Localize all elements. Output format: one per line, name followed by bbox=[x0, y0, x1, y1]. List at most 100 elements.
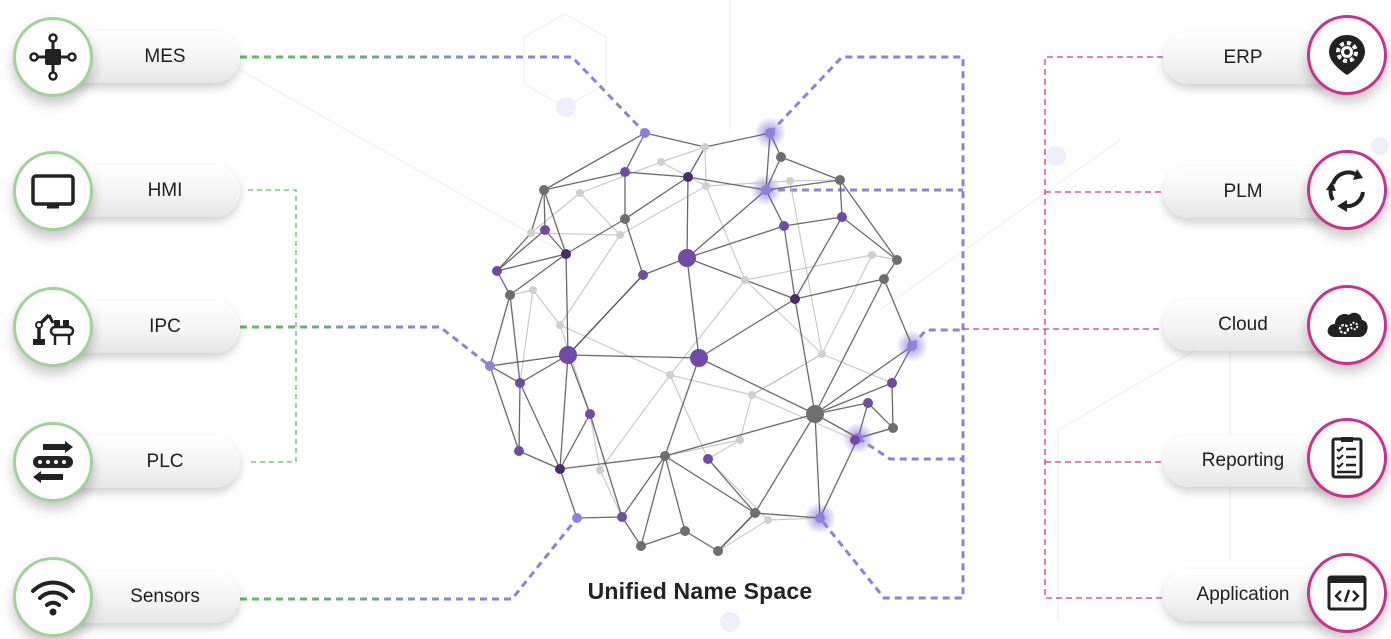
sphere-edge bbox=[821, 254, 873, 355]
sphere-edge bbox=[744, 254, 873, 281]
sphere-edge bbox=[687, 176, 767, 191]
sphere-edge bbox=[543, 132, 646, 191]
sphere-node bbox=[540, 225, 550, 235]
sphere-node bbox=[638, 270, 648, 280]
sphere-edge bbox=[660, 146, 706, 163]
plc-label: PLC bbox=[146, 451, 184, 472]
checklist-icon bbox=[1331, 437, 1363, 479]
sphere-node bbox=[761, 185, 771, 195]
sphere-node bbox=[555, 464, 565, 474]
sphere-edge bbox=[789, 179, 841, 182]
sphere-edges bbox=[489, 132, 913, 552]
sphere-edge bbox=[754, 413, 816, 514]
plm-badge[interactable] bbox=[1307, 150, 1387, 230]
sphere-edge bbox=[739, 394, 753, 441]
sensors-label: Sensors bbox=[130, 586, 200, 607]
sphere-edge bbox=[857, 402, 869, 439]
sphere-edge bbox=[687, 146, 706, 178]
sphere-edge bbox=[660, 161, 707, 187]
sphere-edge bbox=[841, 216, 898, 261]
monitor-icon bbox=[31, 174, 75, 209]
sphere-edge bbox=[509, 294, 521, 384]
sphere-edge bbox=[664, 455, 756, 514]
ipc-label: IPC bbox=[149, 316, 181, 337]
wifi-icon bbox=[31, 580, 75, 616]
sphere-edge bbox=[599, 469, 623, 518]
sphere-node bbox=[515, 378, 525, 388]
sphere-edge bbox=[640, 530, 686, 547]
sphere-edge bbox=[767, 517, 821, 521]
sphere-edge bbox=[579, 161, 662, 194]
sphere-edge bbox=[669, 279, 746, 376]
sphere-node bbox=[850, 435, 860, 445]
sphere-edge bbox=[814, 345, 913, 415]
sphere-node bbox=[690, 349, 708, 367]
sphere-edge bbox=[589, 413, 623, 518]
application-badge[interactable] bbox=[1307, 553, 1387, 633]
sphere-edge bbox=[783, 225, 796, 300]
code-window-icon bbox=[1327, 575, 1367, 611]
sphere-edge bbox=[789, 180, 823, 355]
sphere-edge bbox=[698, 298, 796, 359]
sphere-node bbox=[596, 466, 604, 474]
sphere-edge bbox=[644, 132, 706, 148]
sphere-edge bbox=[624, 176, 689, 220]
sphere-edge bbox=[543, 189, 567, 255]
sphere-edge bbox=[519, 354, 569, 384]
sphere-edge bbox=[567, 354, 591, 415]
sphere-edge bbox=[532, 289, 561, 326]
mes-badge[interactable] bbox=[13, 17, 93, 97]
sphere-node bbox=[657, 158, 665, 166]
sphere-edge bbox=[664, 413, 816, 457]
sensors-badge[interactable] bbox=[13, 557, 93, 637]
right-links bbox=[963, 56, 1163, 599]
sphere-node bbox=[492, 266, 502, 276]
sphere-node bbox=[736, 436, 744, 444]
sphere-edge bbox=[814, 402, 869, 415]
mes-link bbox=[240, 55, 647, 135]
plc-badge[interactable] bbox=[13, 422, 93, 502]
sphere-edge bbox=[576, 516, 623, 519]
sphere-node bbox=[636, 541, 646, 551]
sphere-edge bbox=[664, 455, 686, 532]
sphere-edge bbox=[559, 468, 578, 519]
sphere-edge bbox=[530, 189, 545, 234]
erp-badge[interactable] bbox=[1307, 15, 1387, 95]
sphere-node bbox=[790, 294, 800, 304]
cloud-label: Cloud bbox=[1218, 314, 1268, 335]
sphere-node bbox=[572, 513, 582, 523]
sphere-edge bbox=[559, 324, 671, 376]
sphere-node bbox=[888, 423, 898, 433]
sphere-node bbox=[750, 508, 760, 518]
sphere-edge bbox=[783, 216, 843, 227]
sphere-node bbox=[485, 361, 495, 371]
robot-arm-icon bbox=[33, 313, 75, 345]
sphere-node bbox=[713, 546, 723, 556]
ipc-badge[interactable] bbox=[13, 287, 93, 367]
sphere-node bbox=[879, 274, 889, 284]
sphere-edge bbox=[686, 176, 689, 259]
sphere-edge bbox=[686, 257, 796, 300]
sphere-edge bbox=[883, 278, 913, 347]
sphere-edge bbox=[640, 455, 666, 547]
sphere-edge bbox=[543, 189, 546, 231]
sphere-edge bbox=[559, 455, 666, 470]
sphere-edge bbox=[669, 374, 753, 396]
sphere-edge bbox=[599, 374, 671, 471]
sphere-edge bbox=[705, 185, 746, 281]
reporting-label: Reporting bbox=[1201, 450, 1285, 471]
background-dots bbox=[556, 97, 1389, 632]
diagram-title: Unified Name Space bbox=[587, 578, 813, 604]
sphere-node bbox=[765, 128, 775, 138]
cloud-badge[interactable] bbox=[1307, 285, 1387, 365]
sphere-node bbox=[585, 409, 595, 419]
reporting-badge[interactable] bbox=[1307, 418, 1387, 498]
sphere-node bbox=[527, 229, 535, 237]
hmi-badge[interactable] bbox=[13, 151, 93, 231]
sphere-node bbox=[616, 231, 624, 239]
sphere-edge bbox=[559, 413, 591, 470]
sphere-edge bbox=[519, 289, 534, 384]
sphere-edge bbox=[544, 229, 567, 255]
sphere-edge bbox=[489, 354, 569, 367]
sphere-edge bbox=[765, 156, 782, 191]
